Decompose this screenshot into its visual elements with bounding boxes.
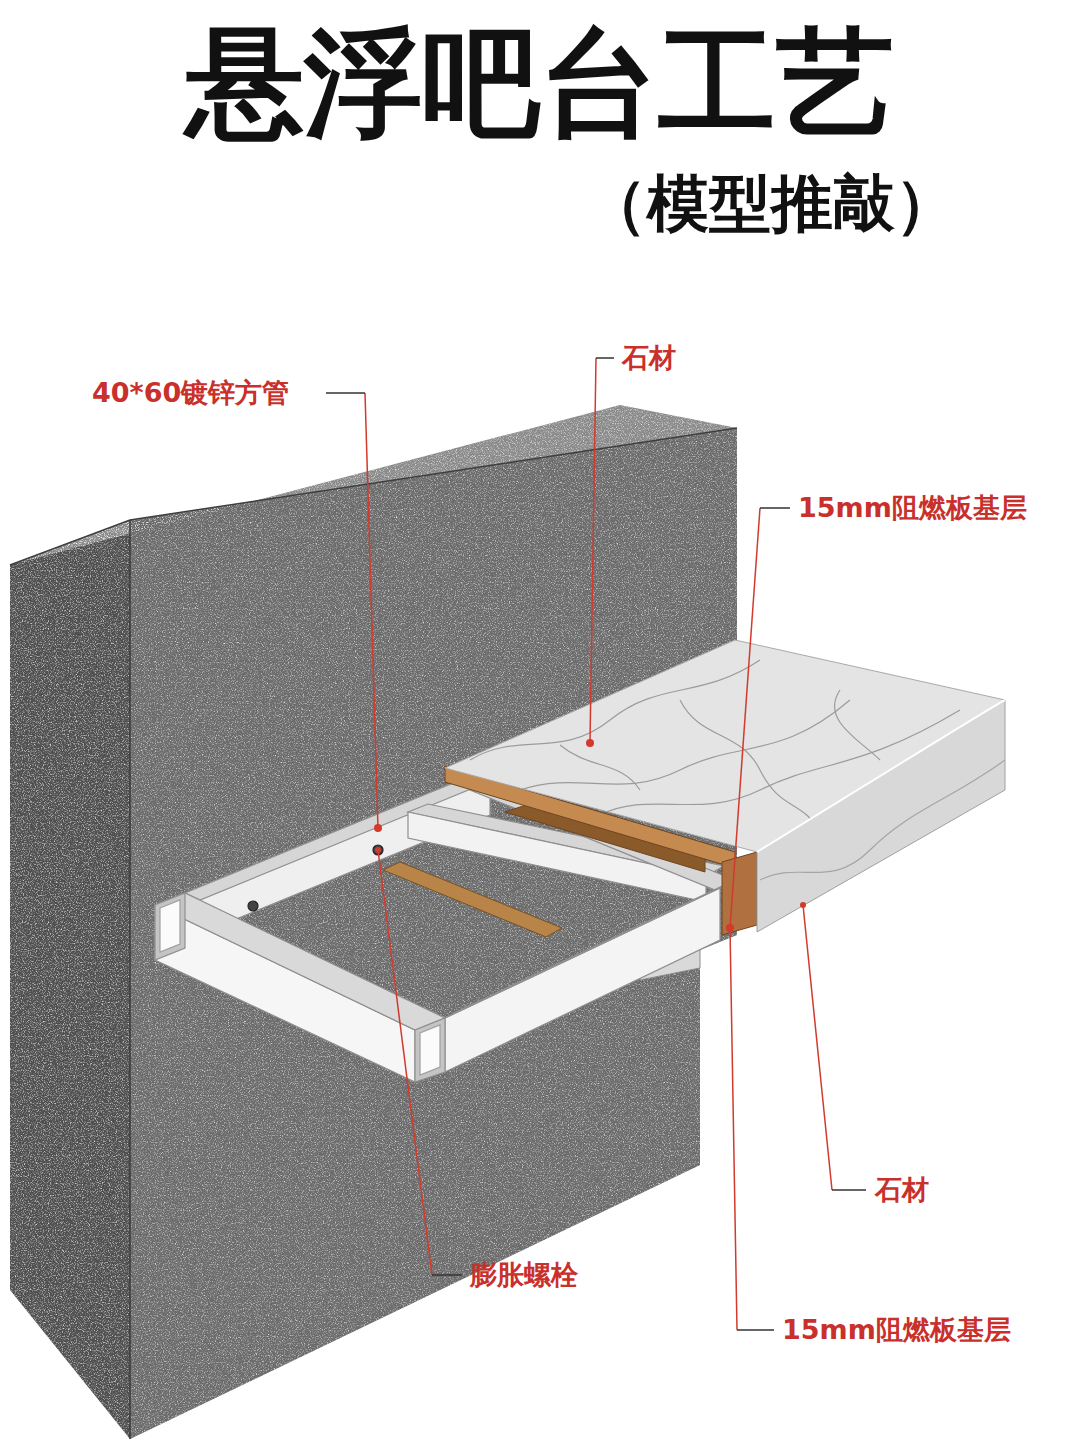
leader-lines-line: [803, 905, 832, 1190]
fire-retardant-board-polygon: [722, 852, 757, 935]
leader-lines-line: [326, 392, 365, 394]
leader-lines: [326, 358, 866, 1330]
galvanized-square-tube-frame-circle: [248, 901, 258, 911]
galvanized-square-tube-frame-polygon: [445, 880, 735, 1018]
galvanized-square-tube-frame-polygon: [383, 862, 562, 937]
leader-dots-circle: [375, 847, 381, 853]
leader-dots: [374, 739, 806, 932]
leader-lines-line: [832, 1189, 866, 1191]
part-label: 15mm阻燃板基层: [798, 492, 1027, 523]
stone-countertop-g: [470, 660, 960, 830]
leader-lines-line: [760, 507, 790, 509]
leader-lines-line: [730, 508, 760, 928]
galvanized-square-tube-frame-polygon: [155, 893, 185, 960]
stone-countertop-g-path: [760, 760, 1005, 880]
stone-countertop-g-path: [560, 745, 640, 790]
galvanized-square-tube-frame-polygon: [155, 893, 445, 1030]
part-label: 膨胀螺栓: [470, 1259, 578, 1290]
concrete-wall: [10, 405, 737, 1439]
leader-lines-line: [737, 1329, 774, 1331]
page-title: 悬浮吧台工艺: [0, 24, 1080, 142]
concrete-wall-polygon: [130, 428, 737, 1439]
part-label: 40*60镀锌方管: [92, 377, 289, 408]
subtitle: （模型推敲）: [585, 168, 957, 239]
leader-lines-line: [432, 1274, 462, 1276]
leader-dots-circle: [800, 902, 806, 908]
leader-lines-line: [596, 357, 614, 359]
galvanized-square-tube-frame-polygon: [420, 1025, 440, 1075]
galvanized-square-tube-frame-polygon: [160, 900, 180, 952]
stone-countertop-g-path: [470, 660, 760, 760]
part-label: 石材: [875, 1174, 929, 1205]
concrete-wall-polygon: [130, 428, 737, 1439]
leader-dots-circle: [726, 924, 734, 932]
leader-dots-circle: [374, 824, 382, 832]
stone-countertop-polygon: [757, 700, 1005, 932]
stone-countertop-g: [760, 760, 1005, 925]
stone-countertop-g-path: [835, 690, 880, 760]
concrete-wall-polyline: [10, 428, 737, 565]
stone-countertop-g-path: [780, 800, 1005, 925]
leader-lines-line: [378, 850, 432, 1275]
leader-lines-line: [730, 928, 737, 1330]
stone-countertop-path: [757, 700, 1005, 852]
galvanized-square-tube-frame-polygon: [415, 1018, 445, 1082]
stone-countertop-g-path: [520, 700, 850, 790]
concrete-wall-polygon: [130, 428, 737, 1439]
leader-lines-line: [365, 393, 378, 828]
leader-dots-circle: [586, 739, 594, 747]
leader-lines-line: [590, 358, 596, 743]
stone-countertop: [445, 640, 1005, 932]
part-label: 15mm阻燃板基层: [782, 1314, 1011, 1345]
concrete-wall-polygon: [10, 520, 130, 1439]
part-label: 石材: [622, 342, 676, 373]
concrete-wall-line: [129, 520, 131, 1439]
stone-countertop-g-path: [600, 710, 960, 815]
stone-countertop-g-path: [680, 700, 820, 830]
concrete-wall-polygon: [10, 520, 130, 1439]
galvanized-square-tube-frame-polygon: [445, 888, 720, 1072]
